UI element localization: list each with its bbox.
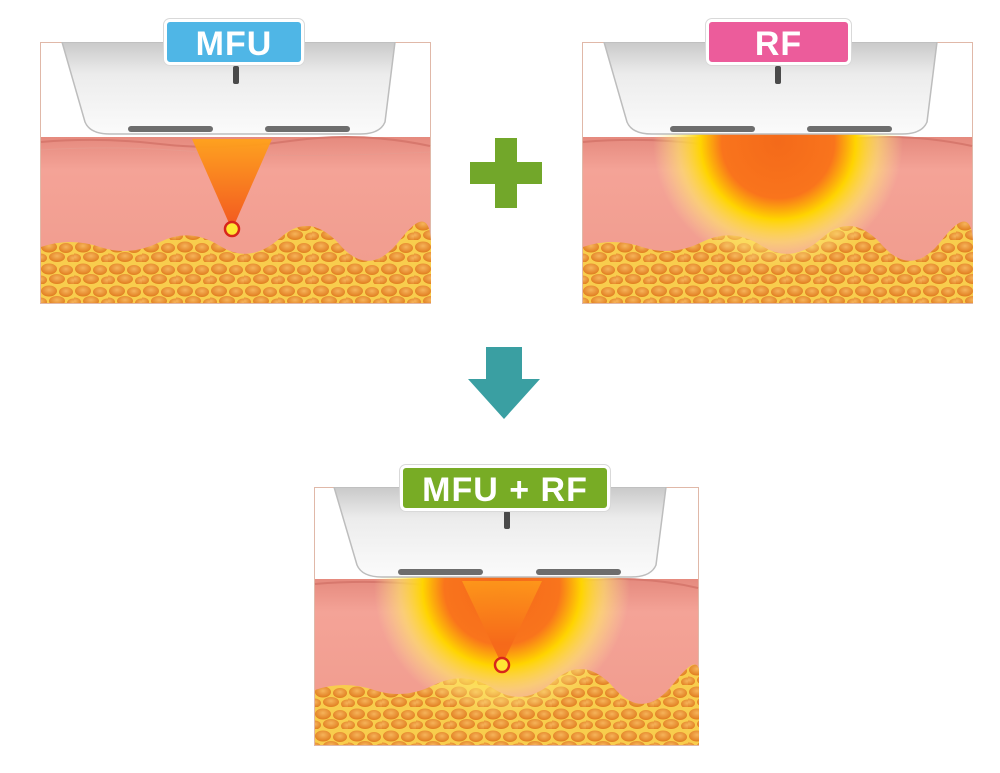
plus-icon	[470, 138, 542, 208]
arrow-down-icon	[468, 347, 540, 419]
focal-point	[223, 220, 241, 238]
combined-label-badge: MFU + RF	[400, 465, 610, 511]
combined-diagram-panel	[314, 487, 699, 746]
focused-ultrasound-cone	[192, 139, 272, 230]
mfu-label-badge: MFU	[164, 19, 304, 65]
rf-diagram-panel	[582, 42, 973, 304]
device-head	[61, 42, 396, 135]
fat-layer	[41, 221, 431, 303]
rf-label-badge: RF	[706, 19, 851, 65]
mfu-diagram-panel	[40, 42, 431, 304]
